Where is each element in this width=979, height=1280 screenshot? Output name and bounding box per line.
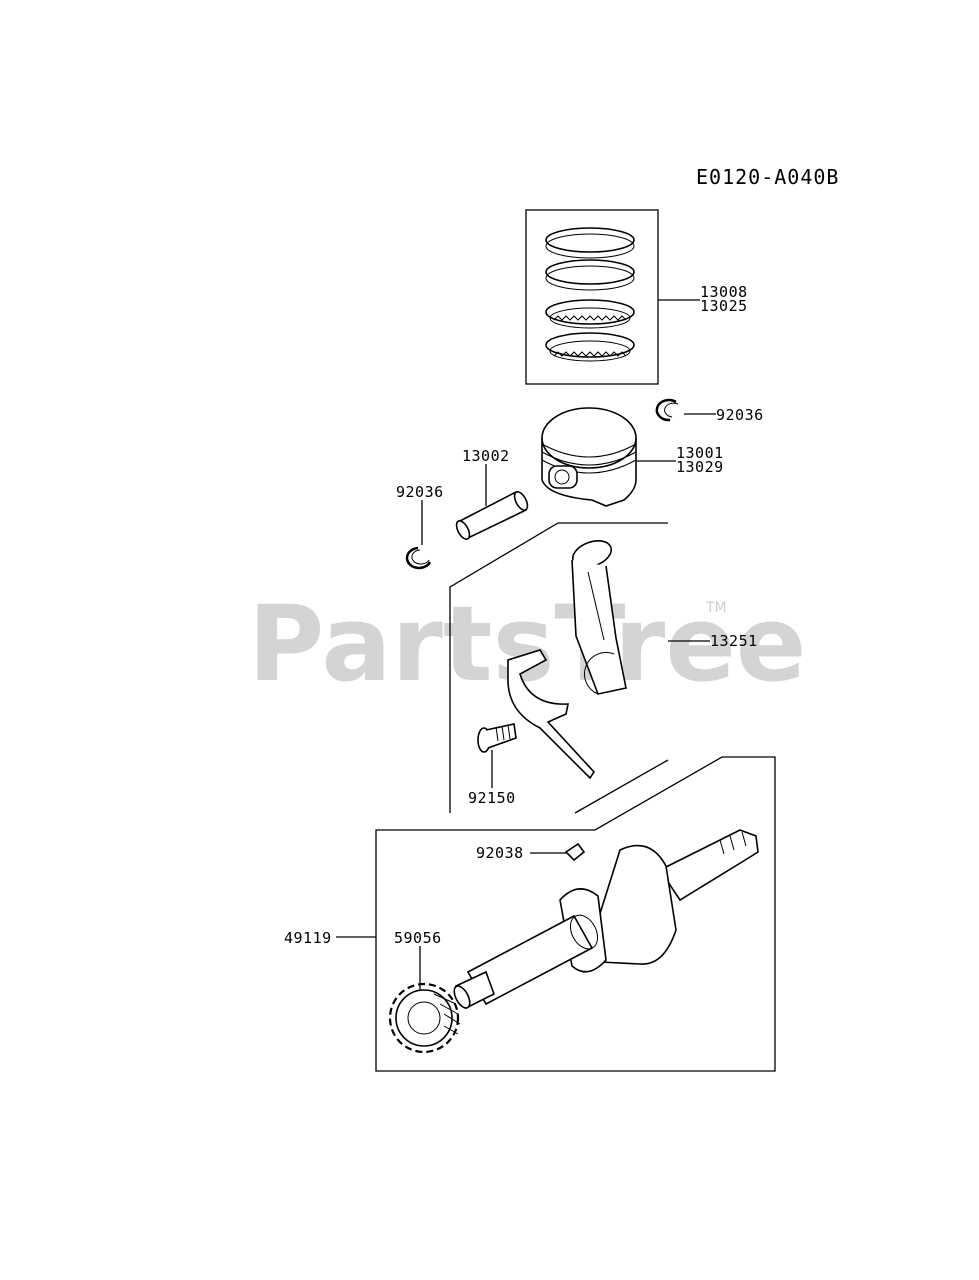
callout-key: 92038 [476, 844, 524, 862]
crankshaft-frame [375, 756, 776, 1072]
circlip-right[interactable] [655, 398, 679, 422]
callout-clip-left: 92036 [396, 483, 444, 501]
crankshaft[interactable] [451, 829, 759, 1010]
callout-bolt: 92150 [468, 789, 516, 807]
callout-ring-set-b: 13025 [700, 297, 748, 315]
rod-bolt[interactable] [477, 723, 517, 753]
crank-gear[interactable] [388, 982, 461, 1054]
rod-cap[interactable] [507, 649, 596, 780]
callout-piston-b: 13029 [676, 458, 724, 476]
woodruff-key[interactable] [564, 842, 586, 862]
circlip-left[interactable] [405, 546, 432, 570]
callout-conrod: 13251 [710, 632, 758, 650]
connecting-rod[interactable] [569, 536, 627, 695]
piston[interactable] [541, 407, 637, 507]
callout-clip-right: 92036 [716, 406, 764, 424]
watermark: PartsTree TM [248, 583, 806, 705]
ring-set-frame [525, 209, 659, 385]
diagram-code: E0120-A040B [696, 165, 839, 189]
callout-piston-a: 13001 [676, 444, 724, 462]
callout-ring-set-a: 13008 [700, 283, 748, 301]
watermark-trademark: TM [705, 600, 727, 616]
callout-crankshaft: 49119 [284, 929, 332, 947]
piston-ring-set[interactable] [525, 209, 659, 385]
piston-pin[interactable] [454, 490, 530, 541]
callout-gear: 59056 [394, 929, 442, 947]
watermark-text: PartsTree [248, 583, 806, 705]
callout-pin: 13002 [462, 447, 510, 465]
